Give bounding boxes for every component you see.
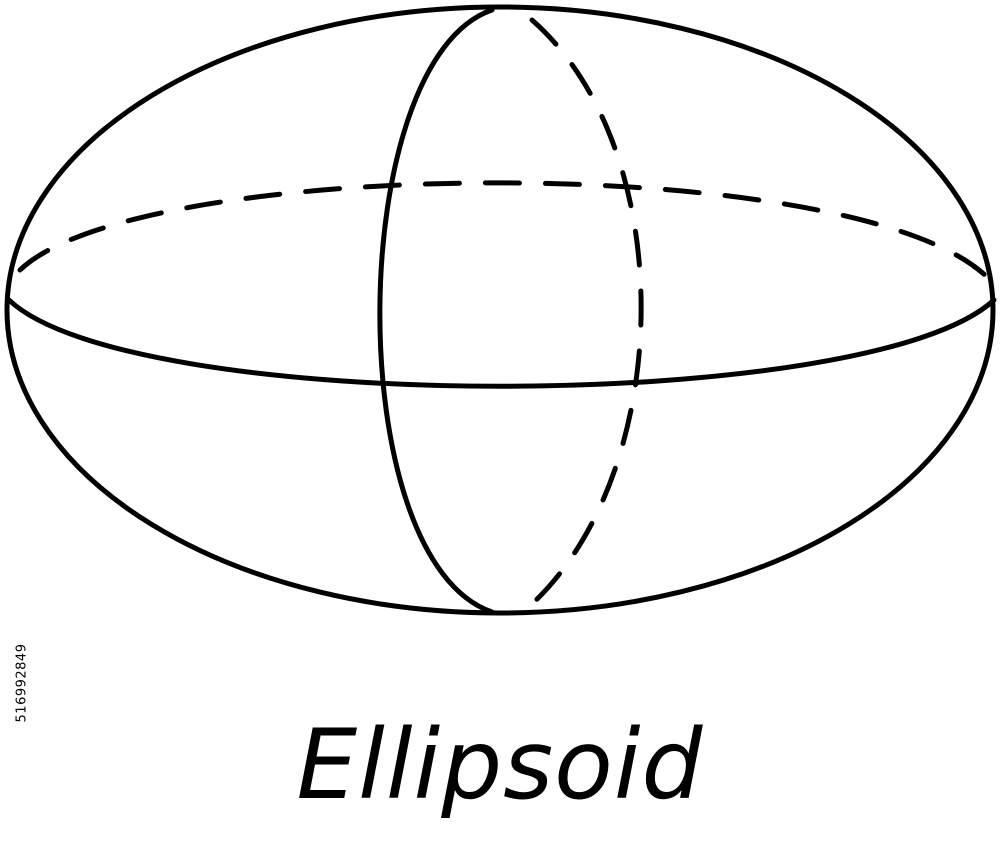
equator-front: [6, 297, 997, 389]
meridian-front: [377, 7, 495, 615]
caption-title: Ellipsoid: [296, 709, 704, 821]
stock-id-text: 516992849: [14, 643, 30, 723]
meridian-back: [529, 17, 644, 607]
stock-id-label: 516992849: [2, 608, 42, 758]
ellipsoid-outline: [4, 4, 996, 616]
equator-back: [17, 180, 991, 281]
